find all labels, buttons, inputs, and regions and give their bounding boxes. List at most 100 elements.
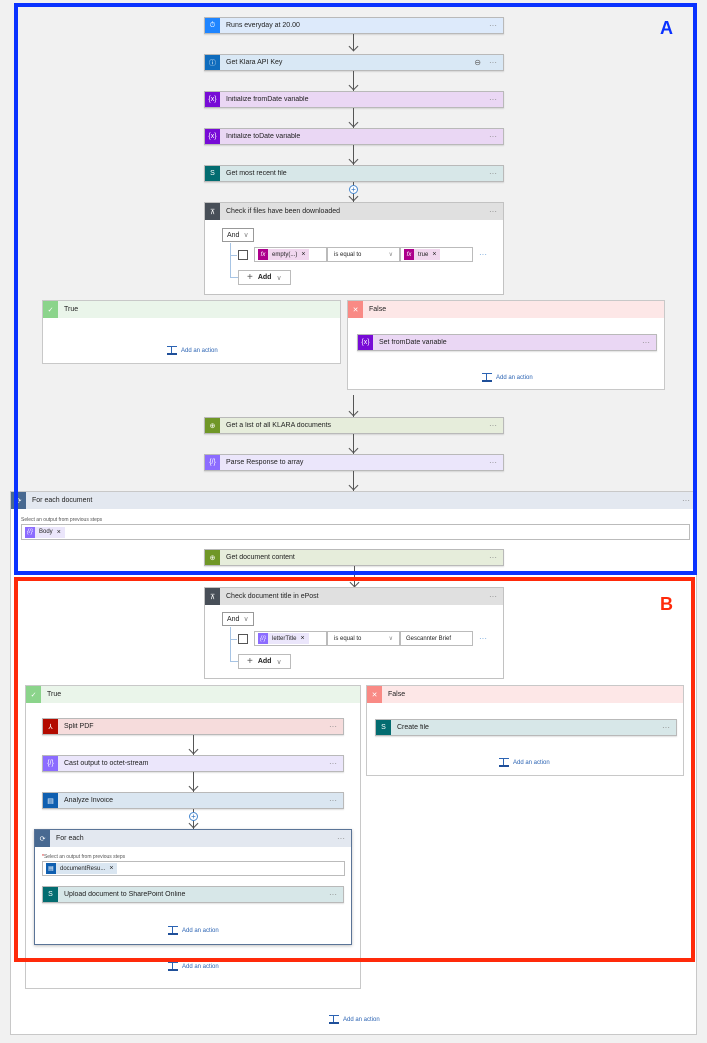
more-icon[interactable]: ···: [489, 21, 497, 30]
more-icon[interactable]: ···: [329, 722, 337, 731]
more-icon[interactable]: ···: [489, 169, 497, 178]
more-icon[interactable]: ···: [337, 834, 345, 843]
add-condition-button[interactable]: + Add ∨: [238, 270, 291, 285]
condition-title: Check document title in ePost: [226, 593, 319, 600]
set-fromdate-card[interactable]: {x} Set fromDate variable ···: [357, 334, 657, 351]
branch-label: False: [388, 691, 406, 698]
add-action-label: Add an action: [182, 963, 219, 970]
cross-icon: ✕: [367, 686, 382, 703]
get-klara-api-key-card[interactable]: ⓘ Get Klara API Key ⊖ ···: [204, 54, 504, 71]
analyze-invoice-card[interactable]: ▤ Analyze Invoice ···: [42, 792, 344, 809]
loop-icon: ⟳: [35, 830, 50, 847]
left-operand-field[interactable]: {/} letterTitle ×: [254, 631, 327, 646]
remove-token-icon[interactable]: ×: [109, 865, 114, 872]
condition-icon: ⊼: [205, 203, 220, 220]
branch-label: False: [369, 306, 387, 313]
more-icon[interactable]: ···: [329, 759, 337, 768]
more-icon[interactable]: ···: [662, 723, 670, 732]
more-icon[interactable]: ···: [329, 890, 337, 899]
parse-response-card[interactable]: {/} Parse Response to array ···: [204, 454, 504, 471]
select-output-field[interactable]: {/} Body ×: [21, 524, 690, 540]
lock-icon: ⊖: [474, 58, 481, 67]
and-operator-dropdown[interactable]: And ∨: [222, 228, 254, 242]
row-more-icon[interactable]: ···: [479, 634, 487, 643]
foreach-title: For each: [56, 835, 84, 842]
comparison-dropdown[interactable]: is equal to ∨: [327, 247, 400, 262]
body-token[interactable]: {/} Body ×: [25, 526, 65, 538]
more-icon[interactable]: ···: [489, 95, 497, 104]
form-recognizer-icon: ▤: [43, 793, 58, 808]
condition1-true-branch: ✓ True Add an action: [42, 300, 341, 364]
sharepoint-icon: S: [43, 887, 58, 902]
add-action-icon: [168, 926, 178, 935]
more-icon[interactable]: ···: [489, 553, 497, 562]
remove-token-icon[interactable]: ×: [300, 635, 305, 642]
step-label: Get document content: [226, 554, 295, 561]
right-operand-field[interactable]: fx true ×: [400, 247, 473, 262]
add-an-action-button[interactable]: Add an action: [168, 926, 219, 935]
data-operation-icon: {/}: [43, 756, 58, 771]
add-condition-button[interactable]: + Add ∨: [238, 654, 291, 669]
right-value-input[interactable]: Gescannter Brief: [400, 631, 473, 646]
row-checkbox[interactable]: [238, 634, 248, 644]
remove-token-icon[interactable]: ×: [56, 528, 61, 536]
chevron-down-icon: ∨: [388, 252, 393, 258]
more-icon[interactable]: ···: [489, 58, 497, 67]
step-label: Create file: [397, 724, 429, 731]
token-text: documentResu...: [60, 865, 106, 872]
more-icon[interactable]: ···: [682, 496, 690, 505]
get-document-content-card[interactable]: ⊕ Get document content ···: [204, 549, 504, 566]
add-action-label: Add an action: [182, 927, 219, 934]
add-action-icon: [329, 1015, 339, 1024]
more-icon[interactable]: ···: [489, 458, 497, 467]
more-icon[interactable]: ···: [489, 207, 497, 216]
get-most-recent-file-card[interactable]: S Get most recent file ···: [204, 165, 504, 182]
row-checkbox[interactable]: [238, 250, 248, 260]
chevron-down-icon: ∨: [243, 232, 249, 239]
condition-title: Check if files have been downloaded: [226, 208, 341, 215]
split-pdf-card[interactable]: ⅄ Split PDF ···: [42, 718, 344, 735]
expression-token[interactable]: fx true ×: [404, 249, 441, 260]
and-operator-dropdown[interactable]: And ∨: [222, 612, 254, 626]
left-operand-field[interactable]: fx empty(...) ×: [254, 247, 327, 262]
insert-step-button[interactable]: +: [349, 185, 358, 194]
more-icon[interactable]: ···: [489, 132, 497, 141]
step-label: Get a list of all KLARA documents: [226, 422, 332, 429]
step-label: Initialize toDate variable: [226, 133, 301, 140]
row-more-icon[interactable]: ···: [479, 250, 487, 259]
sharepoint-icon: S: [205, 166, 220, 181]
init-fromdate-card[interactable]: {x} Initialize fromDate variable ···: [204, 91, 504, 108]
cross-icon: ✕: [348, 301, 363, 318]
get-klara-documents-card[interactable]: ⊕ Get a list of all KLARA documents ···: [204, 417, 504, 434]
init-todate-card[interactable]: {x} Initialize toDate variable ···: [204, 128, 504, 145]
more-icon[interactable]: ···: [329, 796, 337, 805]
add-an-action-button[interactable]: Add an action: [168, 962, 219, 971]
step-label: Initialize fromDate variable: [226, 96, 309, 103]
operator-label: And: [227, 615, 240, 623]
more-icon[interactable]: ···: [489, 592, 497, 601]
expression-token[interactable]: fx empty(...) ×: [258, 249, 310, 260]
add-an-action-button[interactable]: Add an action: [482, 373, 533, 382]
comparison-label: is equal to: [334, 635, 362, 642]
more-icon[interactable]: ···: [642, 338, 650, 347]
upload-sharepoint-card[interactable]: S Upload document to SharePoint Online ·…: [42, 886, 344, 903]
comparison-dropdown[interactable]: is equal to ∨: [327, 631, 400, 646]
remove-token-icon[interactable]: ×: [432, 251, 437, 258]
function-icon: fx: [258, 249, 268, 260]
loop-icon: ⟳: [11, 492, 26, 509]
add-an-action-button[interactable]: Add an action: [329, 1015, 380, 1024]
add-an-action-button[interactable]: Add an action: [167, 346, 218, 355]
add-an-action-button[interactable]: Add an action: [499, 758, 550, 767]
trigger-card[interactable]: ⏱ Runs everyday at 20.00 ···: [204, 17, 504, 34]
create-file-card[interactable]: S Create file ···: [375, 719, 677, 736]
letter-title-token[interactable]: {/} letterTitle ×: [258, 633, 309, 644]
token-text: letterTitle: [272, 635, 297, 642]
branch-label: True: [47, 691, 62, 698]
more-icon[interactable]: ···: [489, 421, 497, 430]
cast-output-card[interactable]: {/} Cast output to octet-stream ···: [42, 755, 344, 772]
remove-token-icon[interactable]: ×: [301, 251, 306, 258]
insert-step-button[interactable]: +: [189, 812, 198, 821]
add-action-icon: [499, 758, 509, 767]
select-output-field[interactable]: ▤ documentResu... ×: [42, 861, 345, 876]
document-results-token[interactable]: ▤ documentResu... ×: [46, 863, 118, 874]
